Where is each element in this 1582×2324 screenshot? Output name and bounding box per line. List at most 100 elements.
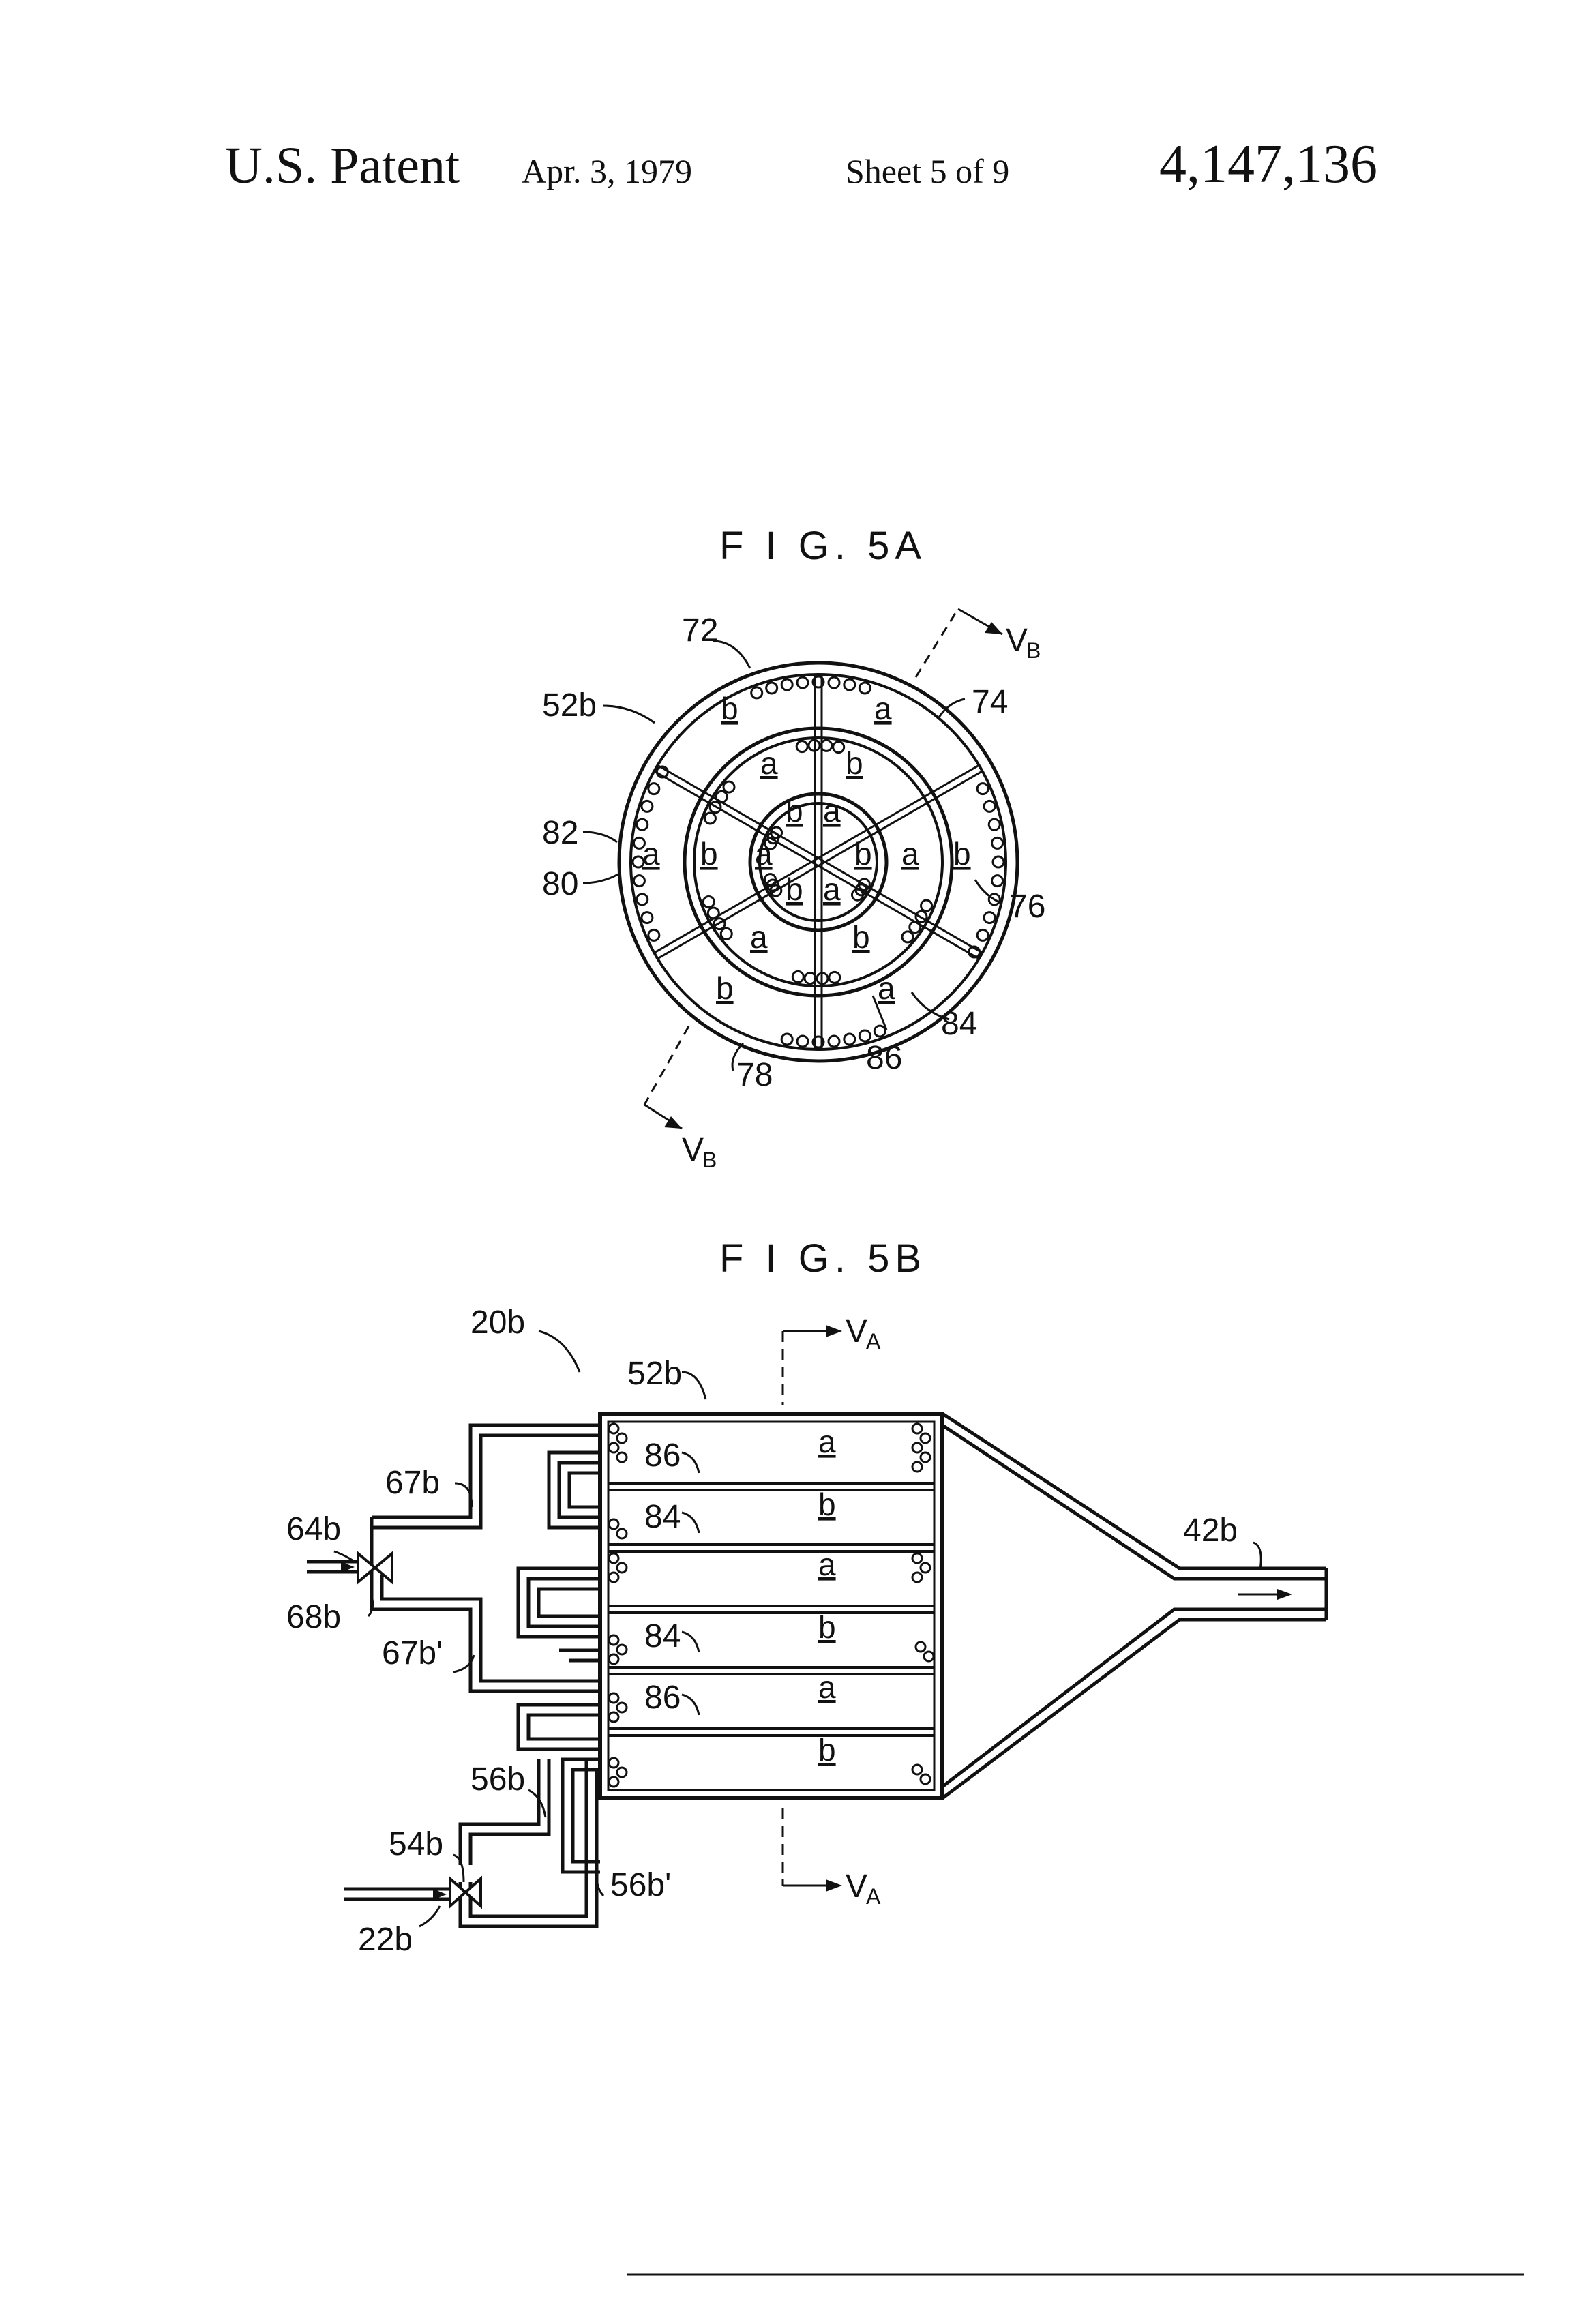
bubble xyxy=(609,1553,618,1563)
bubble xyxy=(921,1774,930,1784)
zone-label: b xyxy=(716,970,734,1006)
bubble xyxy=(609,1635,618,1645)
ref-56b-prime: 56b' xyxy=(610,1867,671,1903)
bubble xyxy=(796,741,807,752)
fig-5b-title: F I G. 5B xyxy=(719,1236,927,1281)
bubble xyxy=(921,900,932,911)
ref-22b: 22b xyxy=(358,1922,413,1958)
bubble xyxy=(977,929,988,940)
flow-arrow xyxy=(1238,1589,1292,1600)
bubble xyxy=(766,683,777,694)
valve-54b xyxy=(450,1879,481,1906)
section-mark-va: V xyxy=(846,1313,867,1350)
ref-56b: 56b xyxy=(471,1761,525,1798)
bubble xyxy=(912,1424,922,1433)
bubble xyxy=(617,1433,627,1443)
section-mark-vb: V xyxy=(1006,623,1028,659)
bubble xyxy=(609,1573,618,1582)
bubble xyxy=(859,683,870,694)
zone-label: a xyxy=(901,836,919,872)
bubble xyxy=(642,912,653,923)
channel-label: b xyxy=(818,1487,836,1522)
bubble xyxy=(609,1443,618,1452)
bubble xyxy=(844,679,855,690)
outlet-cone xyxy=(942,1414,1326,1798)
ref-52b: 52b xyxy=(627,1356,682,1392)
bubble xyxy=(912,1443,922,1452)
bubble xyxy=(609,1519,618,1529)
bubble xyxy=(609,1712,618,1722)
zone-label: b xyxy=(852,919,870,955)
zone-label: a xyxy=(823,793,841,829)
valve-68b xyxy=(358,1553,392,1582)
bubble xyxy=(921,1433,930,1443)
bubble xyxy=(910,922,921,933)
bubble xyxy=(992,837,1003,848)
bubble xyxy=(921,1452,930,1462)
ref-68b: 68b xyxy=(286,1599,341,1635)
bubble xyxy=(751,687,762,698)
leader-lines-5b xyxy=(334,1331,1261,1926)
bubble xyxy=(984,801,995,811)
ref-67b-prime: 67b' xyxy=(382,1635,443,1671)
ref-42b: 42b xyxy=(1183,1513,1238,1549)
bubble xyxy=(912,1765,922,1774)
ref-84: 84 xyxy=(644,1499,681,1535)
ref-54b: 54b xyxy=(389,1826,443,1862)
zone-label: b xyxy=(700,836,718,872)
section-sub-vb: B xyxy=(1026,638,1041,663)
bubble xyxy=(609,1758,618,1768)
ref-80: 80 xyxy=(542,866,578,902)
zone-label: a xyxy=(878,970,895,1006)
zone-label: b xyxy=(721,691,738,726)
bubble xyxy=(708,908,719,919)
ref-84: 84 xyxy=(644,1618,681,1654)
bubble xyxy=(984,912,995,923)
section-line-va xyxy=(783,1325,842,1892)
bubble xyxy=(992,876,1003,887)
ref-86: 86 xyxy=(644,1680,681,1716)
zone-label: a xyxy=(874,691,892,726)
piping-manifold xyxy=(307,1425,600,1926)
ref-74: 74 xyxy=(972,684,1008,720)
zone-label: b xyxy=(786,872,803,907)
bubble xyxy=(781,679,792,690)
figure-5a: F I G. 5A b a a b b a a b b a b xyxy=(542,524,1045,1172)
bubble xyxy=(617,1768,627,1777)
bubble xyxy=(844,1034,855,1045)
section-mark-va: V xyxy=(846,1868,867,1905)
bubble xyxy=(617,1645,627,1654)
bubble xyxy=(721,928,732,939)
bubble xyxy=(829,677,839,688)
ref-20b: 20b xyxy=(471,1305,525,1341)
bubble xyxy=(723,781,734,792)
ref-52b: 52b xyxy=(542,687,597,724)
bubble xyxy=(609,1777,618,1787)
bubble xyxy=(617,1529,627,1538)
bubble xyxy=(637,819,648,830)
bubble xyxy=(617,1703,627,1712)
bubble xyxy=(829,972,840,983)
ref-84: 84 xyxy=(941,1006,977,1042)
bubble xyxy=(797,677,808,688)
bubble xyxy=(921,1563,930,1573)
zone-label: a xyxy=(642,836,660,872)
bubble xyxy=(792,971,803,982)
bubble xyxy=(874,1026,885,1037)
bubble xyxy=(609,1424,618,1433)
bubble xyxy=(977,784,988,794)
bubble xyxy=(912,1462,922,1472)
bubble xyxy=(829,1036,839,1047)
bubble xyxy=(781,1034,792,1045)
bubble xyxy=(648,929,659,940)
bubble xyxy=(989,819,1000,830)
zone-label: b xyxy=(953,836,971,872)
ref-76: 76 xyxy=(1009,889,1045,925)
bubble xyxy=(916,1642,925,1652)
ref-67b: 67b xyxy=(385,1465,440,1501)
bubble xyxy=(993,856,1004,867)
fig-5a-title: F I G. 5A xyxy=(719,524,927,568)
channel-label: b xyxy=(818,1609,836,1645)
bubble xyxy=(633,876,644,887)
bubble xyxy=(704,813,715,824)
